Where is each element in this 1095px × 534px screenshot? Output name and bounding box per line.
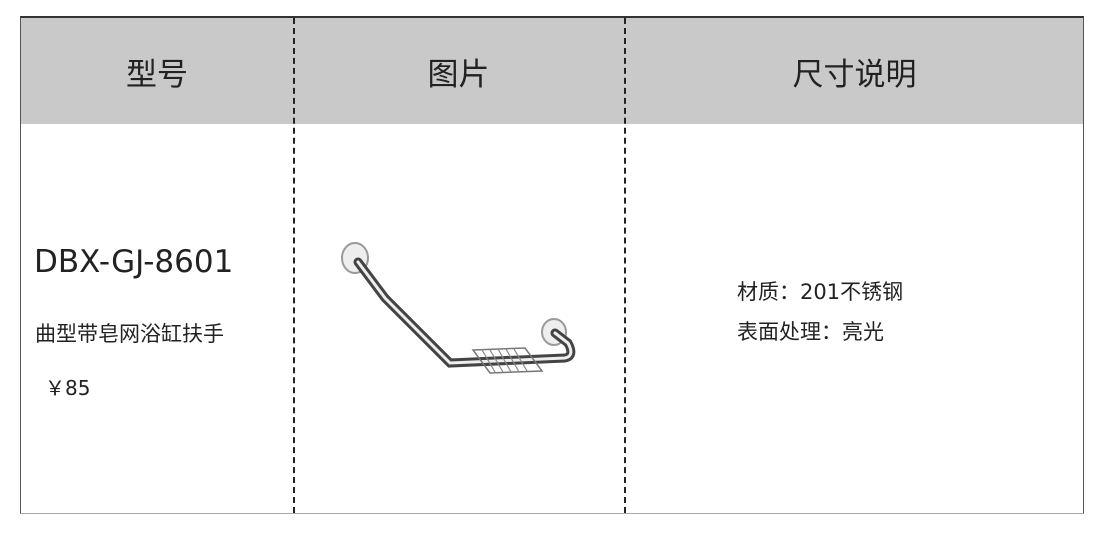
column-divider xyxy=(624,18,626,513)
grab-bar-product-image xyxy=(341,242,576,374)
product-name: 曲型带皂网浴缸扶手 xyxy=(35,322,224,346)
spec-material: 材质：201不锈钢 xyxy=(737,280,904,304)
product-table: 型号 图片 尺寸说明 xyxy=(20,16,1084,514)
column-divider xyxy=(293,18,295,513)
header-model: 型号 xyxy=(126,56,188,93)
product-model: DBX-GJ-8601 xyxy=(34,244,234,280)
table-header: 型号 图片 尺寸说明 xyxy=(21,18,1083,124)
header-spec: 尺寸说明 xyxy=(792,56,917,93)
spec-finish: 表面处理：亮光 xyxy=(737,320,884,344)
header-image: 图片 xyxy=(427,56,490,93)
product-price: ￥85 xyxy=(45,376,91,400)
